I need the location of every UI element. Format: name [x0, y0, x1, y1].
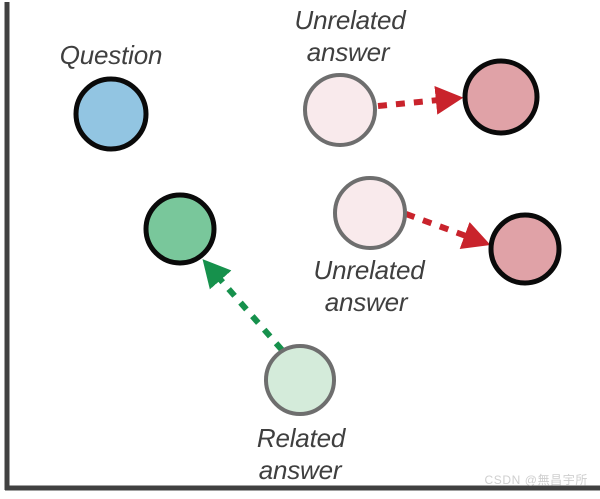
unrelated-answer-middle-label-line2: answer	[325, 287, 409, 317]
csdn-watermark: CSDN @無昌宇所	[484, 472, 588, 487]
unrelated-answer-node-top[interactable]	[303, 73, 377, 147]
related-answer-node[interactable]	[264, 344, 336, 416]
unrelated-answer-node-middle[interactable]	[333, 176, 407, 250]
node-group	[73, 58, 562, 416]
label-group: Question Unrelated answer Unrelated answ…	[60, 5, 427, 485]
unrelated-answer-top-label-line2: answer	[307, 37, 391, 67]
arrow-group	[202, 85, 491, 352]
unrelated-arrow-top	[377, 85, 464, 115]
unrelated-answer-middle-label-line1: Unrelated	[314, 255, 427, 285]
related-answer-label-line2: answer	[259, 455, 343, 485]
related-target-node[interactable]	[143, 192, 217, 266]
related-arrow	[202, 259, 285, 352]
unrelated-target-node-middle[interactable]	[488, 212, 562, 286]
unrelated-answer-top-label-line1: Unrelated	[295, 5, 408, 35]
unrelated-arrow-middle	[404, 211, 491, 249]
related-answer-label-line1: Related	[257, 423, 347, 453]
question-node[interactable]	[73, 76, 149, 152]
question-label: Question	[60, 40, 162, 70]
unrelated-target-node-top[interactable]	[462, 58, 540, 136]
axis-frame	[4, 2, 600, 491]
